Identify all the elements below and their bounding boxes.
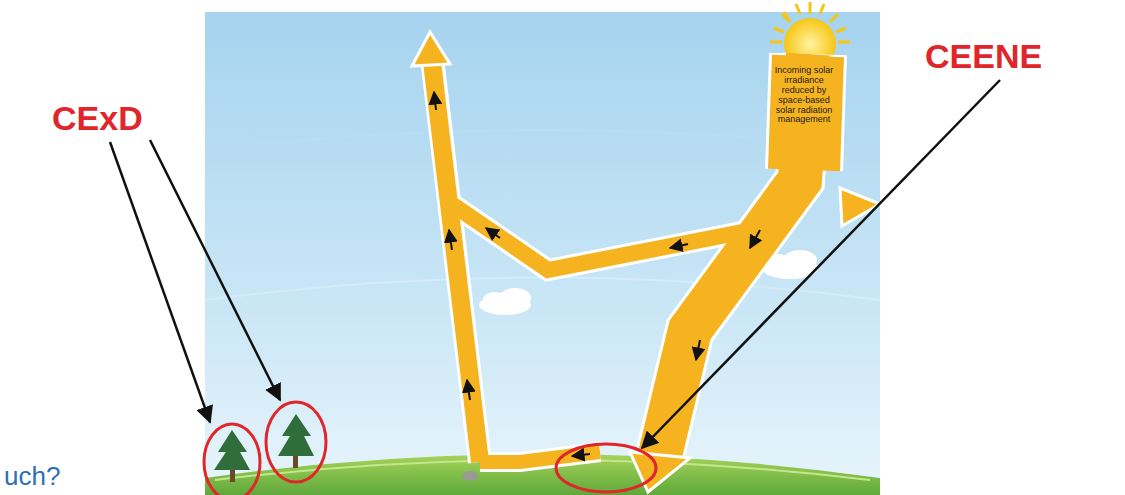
arrow-caption: Incoming solar irradiance reduced by spa… [770, 66, 838, 125]
highlight-circle [204, 402, 656, 495]
index-label: CEENE [925, 38, 1042, 75]
light-arrowhead [412, 32, 450, 66]
tree [278, 414, 314, 468]
question-fragment: uch? [4, 462, 60, 491]
cloud [479, 288, 531, 315]
stone [462, 471, 478, 481]
sky-band [205, 278, 880, 301]
flow-arrow [434, 92, 760, 456]
sky-panel [205, 12, 880, 495]
tree [214, 430, 250, 482]
light-path [432, 54, 808, 462]
leader-line [110, 80, 1000, 448]
index-label: CExD [52, 100, 143, 137]
light-branch [840, 188, 880, 226]
